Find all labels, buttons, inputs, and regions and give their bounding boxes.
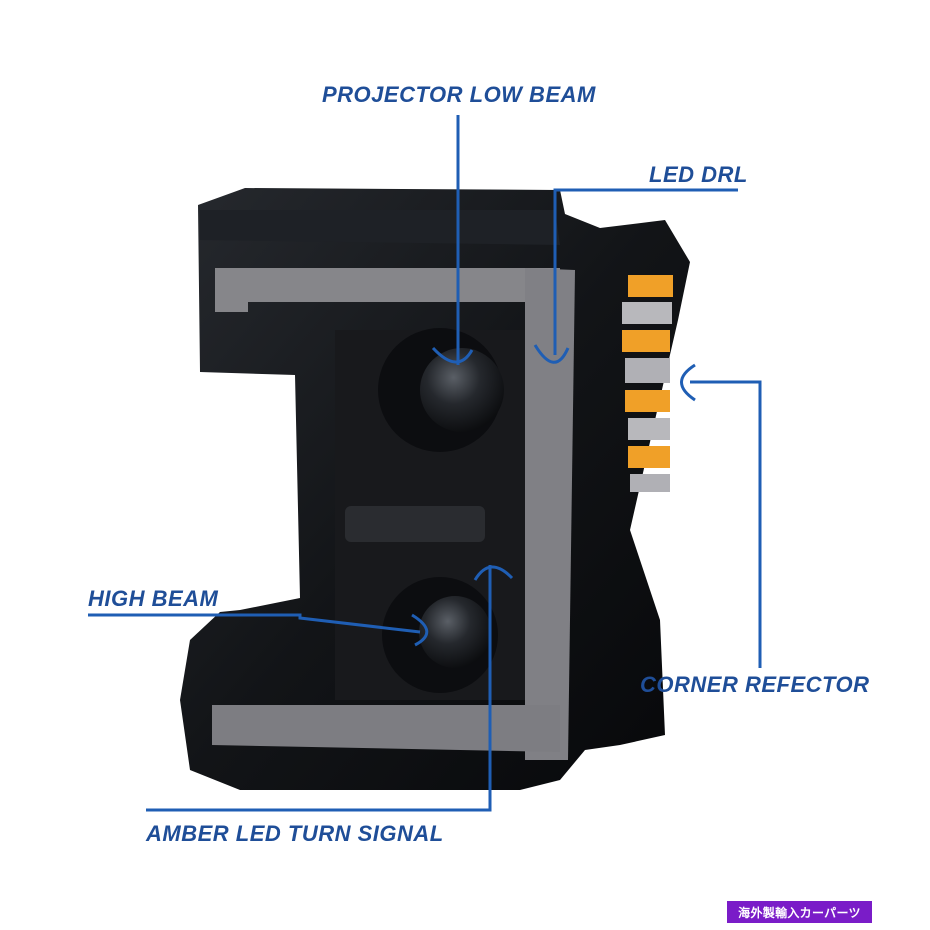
corner-leader-line (690, 380, 762, 668)
high-beam-leader-line (88, 613, 421, 634)
turn-signal-strip (345, 506, 485, 542)
drl-light-bar-vertical (525, 268, 575, 760)
corner-reflector-label: CORNER REFECTOR (640, 672, 870, 697)
callout-lines (88, 115, 762, 812)
projector-low-beam-label: PROJECTOR LOW BEAM (322, 82, 596, 107)
housing-top-ridge (200, 210, 560, 245)
drl-light-bar (215, 268, 560, 312)
high-beam-lens (419, 596, 491, 668)
amber-leader-line (146, 565, 492, 812)
drl-arrow (533, 344, 570, 364)
amber-arrow (473, 565, 514, 581)
high-beam-arrow (411, 613, 429, 647)
corner-arrow (680, 363, 696, 402)
projector-lens (420, 348, 504, 432)
drl-leader-line (553, 188, 738, 355)
amber-turn-signal-label: AMBER LED TURN SIGNAL (146, 821, 444, 846)
drl-light-bar-bottom (212, 705, 560, 752)
led-drl-label: LED DRL (649, 162, 748, 187)
corner-reflector (622, 275, 673, 492)
projector-arrow (431, 346, 474, 364)
shop-badge: 海外製輸入カーパーツ (727, 901, 872, 923)
high-beam-label: HIGH BEAM (88, 586, 219, 611)
